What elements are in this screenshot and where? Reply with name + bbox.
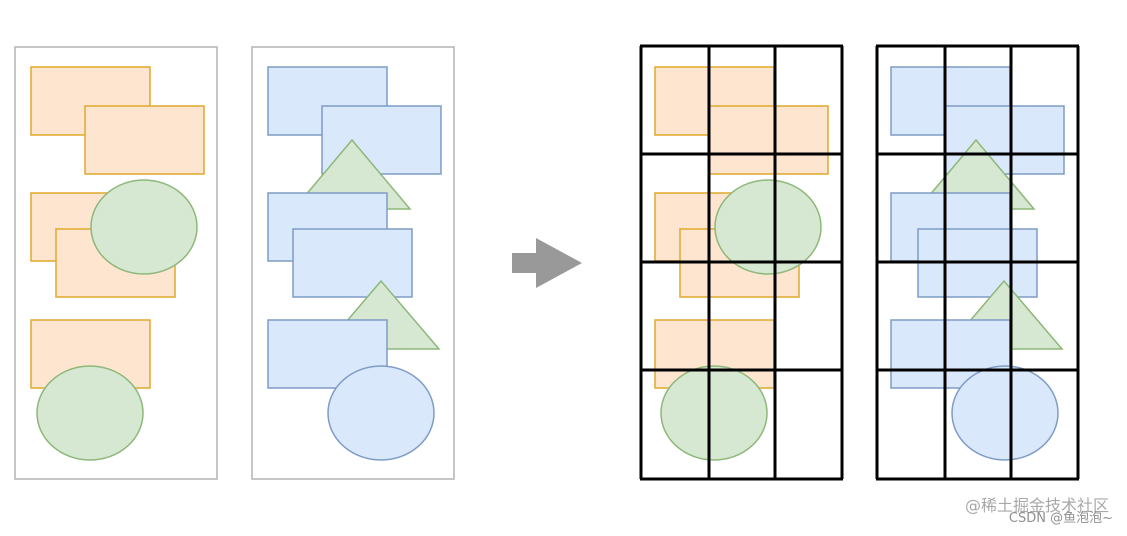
orange-rect-2 xyxy=(84,105,205,175)
green-grid-ellipse-2 xyxy=(660,365,768,461)
right-arrow-icon xyxy=(512,238,582,288)
blue-rect-4 xyxy=(292,228,413,298)
orange-grid-rect-2 xyxy=(708,105,829,175)
blue-grid-ellipse xyxy=(951,365,1059,461)
blue-ellipse xyxy=(327,365,435,461)
green-grid-ellipse-1 xyxy=(714,179,822,275)
orange-panel-shapes xyxy=(30,66,205,461)
watermark-csdn: CSDN @鱼泡泡~ xyxy=(1008,511,1113,526)
grid-lines-right xyxy=(875,44,1080,481)
green-ellipse-1 xyxy=(90,179,198,275)
grid-lines-left xyxy=(639,44,844,481)
green-ellipse-2 xyxy=(36,365,144,461)
watermark-juejin: @稀土掘金技术社区 xyxy=(964,496,1109,515)
orange-grid-panel-shapes xyxy=(654,66,829,461)
blue-panel-shapes xyxy=(267,66,442,461)
blue-grid-panel-shapes xyxy=(890,66,1065,461)
